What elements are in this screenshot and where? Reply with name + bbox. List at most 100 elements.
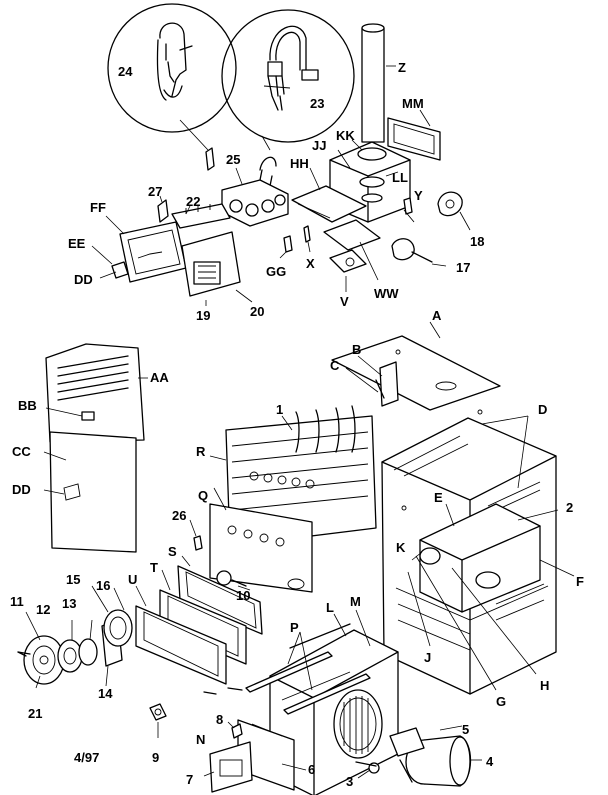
label-q: Q xyxy=(198,488,208,503)
label-25: 25 xyxy=(226,152,240,167)
top-panel-a xyxy=(331,321,501,415)
part-26 xyxy=(189,519,203,551)
label-1: 1 xyxy=(276,402,283,417)
door-aa xyxy=(45,343,148,443)
part-17 xyxy=(391,238,447,267)
label-13: 13 xyxy=(62,596,76,611)
label-3: 3 xyxy=(346,774,353,789)
screws xyxy=(17,651,243,695)
part-y xyxy=(403,197,415,223)
label-6: 6 xyxy=(308,762,315,777)
label-f: F xyxy=(576,574,584,589)
label-ff: FF xyxy=(90,200,106,215)
label-23: 23 xyxy=(310,96,324,111)
label-z: Z xyxy=(398,60,406,75)
burner-assembly-q xyxy=(209,487,313,593)
part-ee xyxy=(91,245,129,279)
label-u: U xyxy=(128,572,137,587)
label-19: 19 xyxy=(196,308,210,323)
shaft-3 xyxy=(355,761,380,779)
detail-circle-24 xyxy=(107,3,237,133)
leader-23 xyxy=(261,135,271,151)
label-s: S xyxy=(168,544,177,559)
gasket-u xyxy=(135,585,227,685)
gasket-s xyxy=(177,555,263,635)
label-16: 16 xyxy=(96,578,110,593)
part-18 xyxy=(437,191,471,231)
label-20: 20 xyxy=(250,304,264,319)
leader-24 xyxy=(179,119,209,151)
label-8: 8 xyxy=(216,712,223,727)
gas-valve-25 xyxy=(221,167,289,227)
wheel-13 xyxy=(78,619,98,666)
label-21: 21 xyxy=(28,706,42,721)
label-gg: GG xyxy=(266,264,286,279)
label-ll: LL xyxy=(392,170,408,185)
leader-c xyxy=(345,367,379,393)
plate-mm xyxy=(387,109,441,161)
pressure-switch-ww xyxy=(323,219,381,292)
leader-d-2 xyxy=(481,415,529,425)
label-5: 5 xyxy=(462,722,469,737)
label-kk: KK xyxy=(336,128,355,143)
label-11: 11 xyxy=(10,594,24,609)
label-y: Y xyxy=(414,188,423,203)
label-dd-low: DD xyxy=(12,482,31,497)
label-dd-top: DD xyxy=(74,272,93,287)
part-9 xyxy=(149,703,167,738)
deflector-hh xyxy=(291,167,367,223)
label-p: P xyxy=(290,620,299,635)
label-18: 18 xyxy=(470,234,484,249)
label-mm: MM xyxy=(402,96,424,111)
label-9: 9 xyxy=(152,750,159,765)
part-x xyxy=(303,225,311,253)
orifice-10 xyxy=(216,570,251,591)
label-7: 7 xyxy=(186,772,193,787)
label-n: N xyxy=(196,732,205,747)
part-gg xyxy=(279,235,293,259)
label-cc: CC xyxy=(12,444,31,459)
control-board-20 xyxy=(181,231,253,306)
control-box-7 xyxy=(203,741,253,793)
label-2: 2 xyxy=(566,500,573,515)
label-22: 22 xyxy=(186,194,200,209)
label-14: 14 xyxy=(98,686,113,701)
label-12: 12 xyxy=(36,602,50,617)
label-l: L xyxy=(326,600,334,615)
label-26: 26 xyxy=(172,508,186,523)
label-4: 4 xyxy=(486,754,494,769)
label-17: 17 xyxy=(456,260,470,275)
label-hh: HH xyxy=(290,156,309,171)
label-bb: BB xyxy=(18,398,37,413)
inner-partition xyxy=(407,503,575,691)
door-cc xyxy=(43,431,137,553)
leader-d-1 xyxy=(517,415,529,489)
label-x: X xyxy=(306,256,315,271)
label-v: V xyxy=(340,294,349,309)
label-ww: WW xyxy=(374,286,399,301)
part-24-sensor xyxy=(205,147,215,171)
label-h: H xyxy=(540,678,549,693)
housing-12 xyxy=(57,620,83,673)
leader-dd-top xyxy=(99,271,117,279)
date-code: 4/97 xyxy=(74,750,99,765)
blower-housing xyxy=(269,623,399,795)
part-27 xyxy=(157,195,169,223)
leader-m xyxy=(355,609,371,647)
label-jj: JJ xyxy=(312,138,326,153)
label-27: 27 xyxy=(148,184,162,199)
label-24: 24 xyxy=(118,64,133,79)
label-k: K xyxy=(396,540,406,555)
bracket-b xyxy=(357,355,399,407)
collar-15-16 xyxy=(91,585,133,647)
label-r: R xyxy=(196,444,206,459)
label-t: T xyxy=(150,560,158,575)
label-ee: EE xyxy=(68,236,86,251)
label-j: J xyxy=(424,650,431,665)
label-m: M xyxy=(350,594,361,609)
motor-mount-5 xyxy=(389,725,463,783)
label-e: E xyxy=(434,490,443,505)
label-d: D xyxy=(538,402,547,417)
